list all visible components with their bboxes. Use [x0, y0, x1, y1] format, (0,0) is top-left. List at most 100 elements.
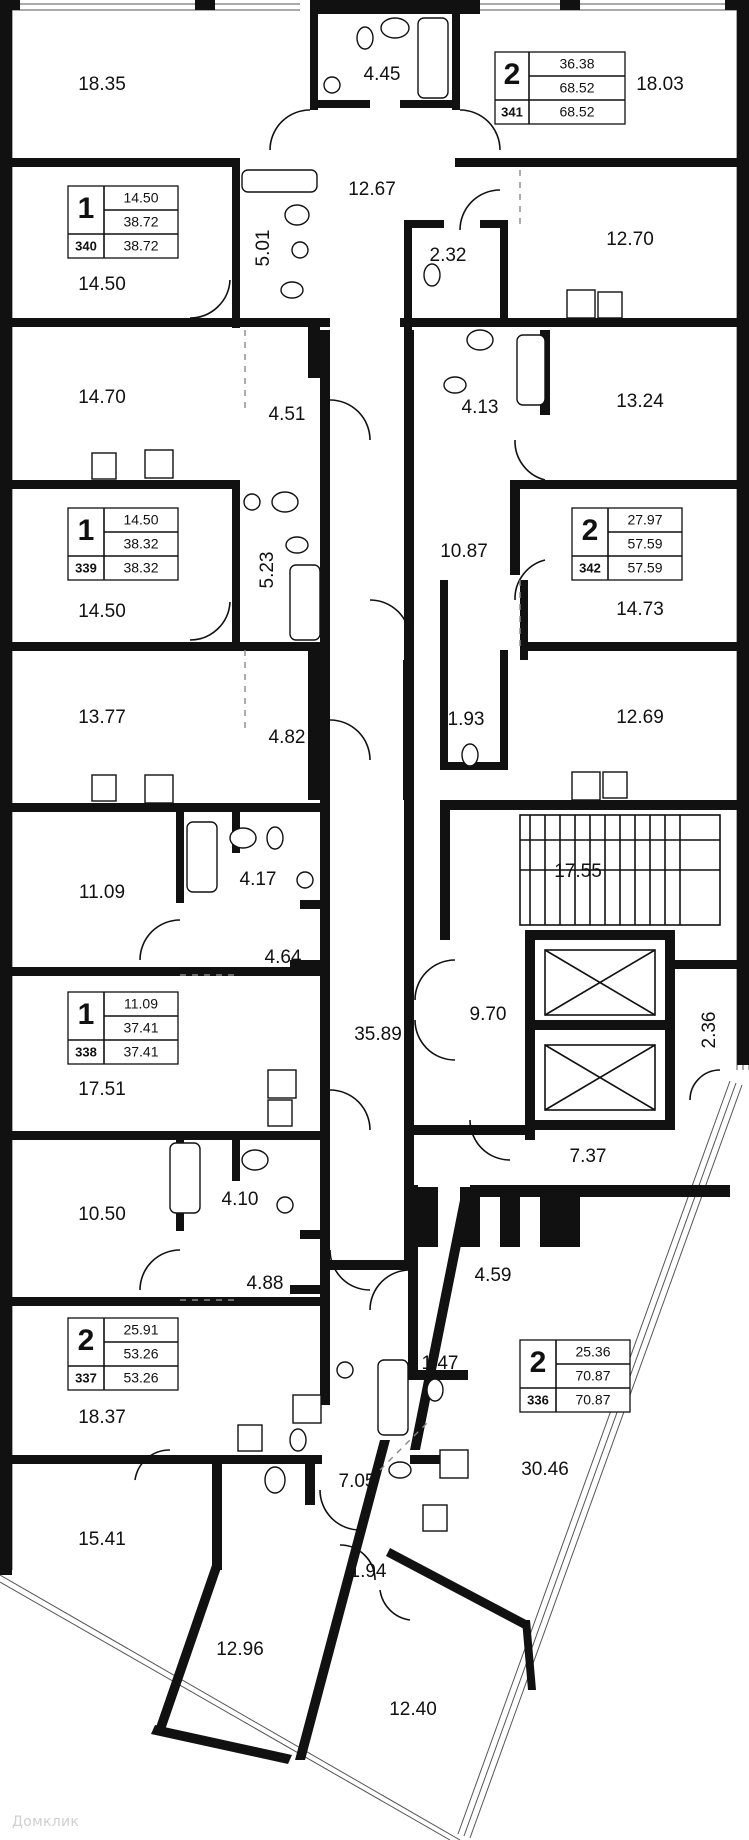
room-area: 4.13 — [462, 397, 499, 418]
apartment-total-area: 53.26 — [123, 1370, 158, 1386]
vent-box — [267, 1099, 293, 1127]
apartment-rooms: 2 — [504, 58, 521, 91]
room-area: 14.73 — [616, 599, 664, 620]
washer — [243, 493, 261, 511]
room-area: 12.67 — [348, 179, 396, 200]
vent-box — [91, 774, 117, 802]
vent-box — [91, 452, 117, 480]
apartment-number: 340 — [75, 238, 97, 253]
toilet — [285, 536, 309, 554]
room-area: 11.09 — [79, 882, 125, 903]
apartment-rooms: 1 — [78, 514, 95, 547]
apartment-badge-336[interactable]: 2 336 25.36 70.87 70.87 — [519, 1339, 631, 1413]
apartment-living-area: 11.09 — [124, 996, 158, 1012]
toilet — [356, 26, 374, 50]
room-area: 30.46 — [521, 1459, 569, 1480]
washer — [291, 241, 309, 259]
stove — [267, 1069, 297, 1099]
stove — [566, 289, 596, 319]
apartment-badge-338[interactable]: 1 338 11.09 37.41 37.41 — [67, 991, 179, 1065]
bathtub — [417, 17, 449, 99]
elevator-shafts — [544, 949, 656, 1111]
room-area: 14.50 — [78, 274, 126, 295]
room-area: 4.64 — [265, 947, 302, 968]
washer — [276, 1196, 294, 1214]
room-area: 14.70 — [78, 387, 126, 408]
apartment-living-area: 14.50 — [123, 512, 158, 528]
toilet — [388, 1461, 412, 1479]
sink — [264, 1466, 286, 1494]
room-area: 1.94 — [350, 1561, 387, 1582]
room-area: 18.35 — [78, 74, 126, 95]
toilet — [426, 1378, 444, 1402]
sink — [271, 491, 299, 513]
apartment-rooms: 1 — [78, 998, 95, 1031]
apartment-total-area: 68.52 — [559, 80, 594, 96]
apartment-number: 336 — [527, 1392, 549, 1407]
vent-box — [602, 771, 628, 799]
vent-box — [597, 291, 623, 319]
toilet — [423, 263, 441, 287]
room-area: 4.88 — [247, 1273, 284, 1294]
toilet — [289, 1428, 307, 1452]
room-area: 35.89 — [354, 1024, 402, 1045]
apartment-total-area: 38.32 — [123, 560, 158, 576]
room-area: 2.36 — [699, 1012, 720, 1049]
doors-and-lines — [134, 109, 721, 1621]
room-area: 17.55 — [554, 861, 602, 882]
room-area: 7.05 — [339, 1471, 376, 1492]
bathtub — [186, 821, 218, 893]
apartment-badge-337[interactable]: 2 337 25.91 53.26 53.26 — [67, 1317, 179, 1391]
apartment-number: 341 — [501, 104, 523, 119]
apartment-total-area: 38.32 — [123, 536, 158, 552]
apartment-badge-341[interactable]: 2 341 36.38 68.52 68.52 — [494, 51, 626, 125]
apartment-total-area: 57.59 — [627, 536, 662, 552]
apartment-rooms: 1 — [78, 192, 95, 225]
bathtub — [169, 1142, 201, 1214]
bathtub — [516, 334, 546, 406]
room-area: 15.41 — [78, 1529, 126, 1550]
stove — [292, 1394, 322, 1424]
room-area: 13.24 — [616, 391, 664, 412]
room-area: 1.47 — [422, 1353, 459, 1374]
apartment-number: 339 — [75, 560, 97, 575]
sink — [284, 204, 310, 226]
vent-box — [422, 1504, 448, 1532]
vent-box — [237, 1424, 263, 1452]
bathtub — [241, 169, 318, 193]
room-area: 18.03 — [636, 74, 684, 95]
toilet — [461, 743, 479, 767]
room-area: 4.59 — [475, 1265, 512, 1286]
room-area: 12.70 — [606, 229, 654, 250]
washer — [323, 76, 341, 94]
room-area: 2.32 — [430, 245, 467, 266]
room-area: 7.37 — [570, 1146, 607, 1167]
apartment-rooms: 2 — [78, 1324, 95, 1357]
sink — [466, 329, 494, 351]
apartment-badge-339[interactable]: 1 339 14.50 38.32 38.32 — [67, 507, 179, 581]
sink — [380, 17, 410, 39]
apartment-total-area: 68.52 — [559, 104, 594, 120]
apartment-total-area: 37.41 — [123, 1020, 158, 1036]
stove — [571, 771, 601, 801]
apartment-number: 342 — [579, 560, 601, 575]
room-area: 12.69 — [616, 707, 664, 728]
apartment-rooms: 2 — [582, 514, 599, 547]
room-area: 4.51 — [269, 404, 306, 425]
toilet — [266, 826, 284, 850]
apartment-badge-342[interactable]: 2 342 27.97 57.59 57.59 — [571, 507, 683, 581]
toilet — [443, 376, 467, 394]
room-area: 10.50 — [78, 1204, 126, 1225]
room-area: 9.70 — [470, 1004, 507, 1025]
room-area: 4.45 — [364, 64, 401, 85]
room-area: 17.51 — [78, 1079, 126, 1100]
apartment-badge-340[interactable]: 1 340 14.50 38.72 38.72 — [67, 185, 179, 259]
toilet — [280, 281, 304, 299]
room-area: 18.37 — [78, 1407, 126, 1428]
stove — [144, 449, 174, 479]
stairs — [519, 814, 721, 926]
room-area: 13.77 — [78, 707, 126, 728]
apartment-living-area: 27.97 — [627, 512, 662, 528]
apartment-living-area: 25.36 — [575, 1344, 610, 1360]
